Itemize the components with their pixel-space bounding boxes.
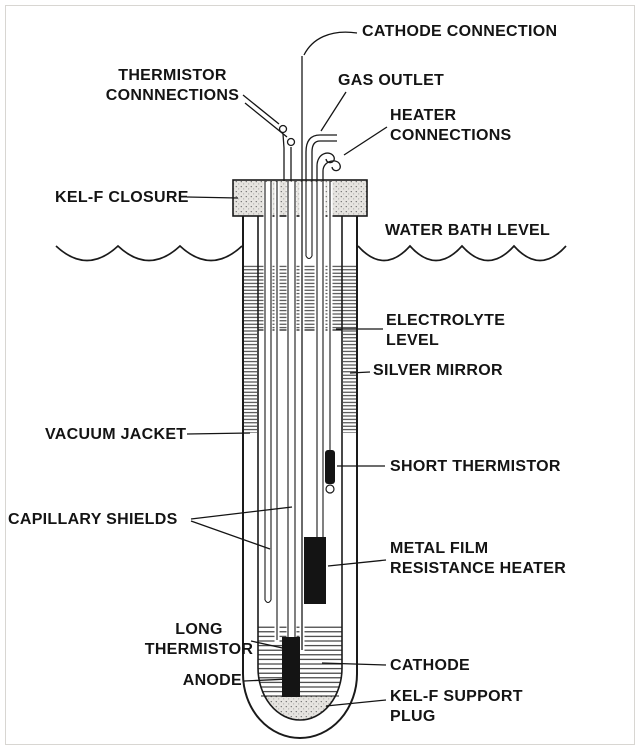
heater-wire-1 [316,152,335,181]
leader-silver-mirror [349,371,371,374]
leader-anode [243,678,291,682]
leader-kel-f-support-plug [325,699,387,707]
leader-gas-outlet [320,91,347,132]
label-long-thermistor-line1: LONG [175,621,223,638]
vacuum-jacket-inner-wall [257,216,343,721]
label-metal-film-resistance-heater: METAL FILM RESISTANCE HEATER [390,539,566,579]
leader-long-thermistor [250,640,288,650]
leader-heater-connections [343,126,388,156]
thermistor-wire-loop-2 [286,137,296,147]
label-electrolyte-level-line2: LEVEL [386,332,440,349]
thermistor-wire-loop-1 [278,124,288,134]
leader-thermistor-connections-2 [244,102,288,138]
label-capillary-shields: CAPILLARY SHIELDS [8,511,178,528]
label-silver-mirror: SILVER MIRROR [373,362,503,379]
label-electrolyte-level-line1: ELECTROLYTE [386,312,506,329]
label-thermistor-connections-line1: THERMISTOR [118,67,227,84]
vacuum-jacket-walls [242,216,358,739]
vacuum-jacket-outer-wall [242,216,358,739]
label-kel-f-support-plug-line2: PLUG [390,708,436,725]
long-thermistor-anode-shape [282,637,300,697]
label-water-bath-level: WATER BATH LEVEL [385,222,551,239]
label-thermistor-connections: THERMISTOR CONNNECTIONS [85,66,260,106]
label-anode: ANODE [182,672,242,689]
label-gas-outlet: GAS OUTLET [338,72,445,89]
capillary-shields-tubes [264,181,331,640]
gas-outlet-tube [305,134,337,181]
metal-film-heater-shape [304,537,326,604]
internal-components [282,450,335,697]
leader-kel-f-closure [186,196,239,199]
leader-lines [186,31,388,707]
leader-capillary-shields-2 [190,520,271,550]
label-short-thermistor: SHORT THERMISTOR [390,458,561,475]
label-heater-connections-line1: HEATER [390,107,457,124]
label-long-thermistor: LONG THERMISTOR [135,620,263,660]
label-metal-film-line2: RESISTANCE HEATER [390,560,567,577]
leader-metal-film-heater [327,559,387,567]
leader-cathode-connection [303,31,358,56]
leader-thermistor-connections-1 [242,94,280,125]
water-bath-waves [55,244,567,262]
label-thermistor-connections-line2: CONNNECTIONS [105,87,240,104]
label-vacuum-jacket: VACUUM JACKET [45,426,187,443]
label-heater-connections: HEATER CONNECTIONS [390,106,512,146]
label-kel-f-closure: KEL-F CLOSURE [55,189,189,206]
heater-wire-2 [322,160,341,181]
label-heater-connections-line2: CONNECTIONS [390,127,512,144]
short-thermistor-loop [325,484,335,494]
top-wires [278,124,341,181]
leader-cathode [321,662,387,666]
leader-vacuum-jacket [186,432,251,435]
label-metal-film-line1: METAL FILM [390,540,489,557]
label-cathode: CATHODE [390,657,471,674]
label-electrolyte-level: ELECTROLYTE LEVEL [386,311,505,351]
leader-capillary-shields-1 [190,506,293,520]
short-thermistor-shape [325,450,335,484]
label-kel-f-support-plug-line1: KEL-F SUPPORT [390,688,523,705]
label-long-thermistor-line2: THERMISTOR [144,641,254,658]
thermistor-wire-1 [282,133,285,181]
label-cathode-connection: CATHODE CONNECTION [362,23,558,40]
label-kel-f-support-plug: KEL-F SUPPORT PLUG [390,687,523,727]
